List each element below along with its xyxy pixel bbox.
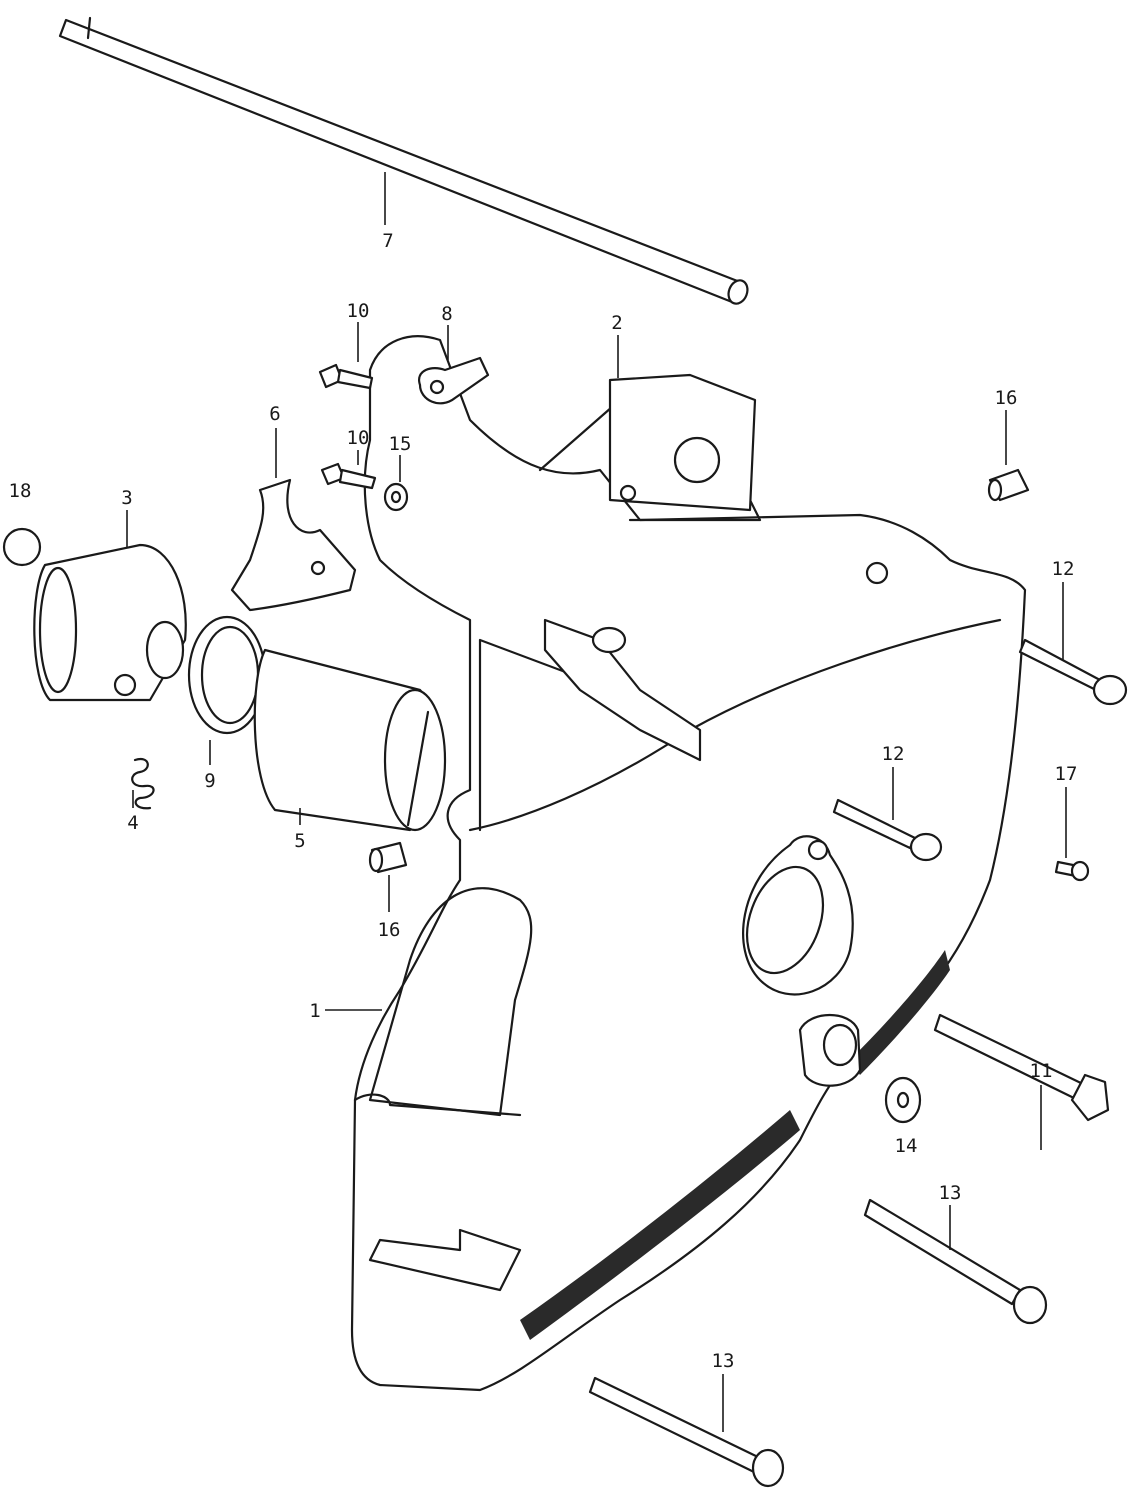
part-3-drum: [33, 510, 187, 702]
part-12-bolt: [832, 767, 943, 862]
callout-labels: 7 10 8 2 16 6 10 15 18 3 12 9 4 5 12 17 …: [9, 230, 1078, 1372]
callout-16: 16: [995, 387, 1018, 409]
part-8-plate: [418, 325, 490, 405]
part-6-bracket: [230, 428, 357, 612]
callout-12: 12: [882, 743, 905, 765]
callout-7: 7: [382, 230, 393, 252]
callout-13: 13: [939, 1182, 962, 1204]
callout-18: 18: [9, 480, 32, 502]
callout-10: 10: [347, 427, 370, 449]
part-12-bolt: [1018, 582, 1128, 706]
callout-11: 11: [1030, 1060, 1053, 1082]
part-9-ring: [187, 615, 267, 765]
part-16-dowel: [368, 841, 408, 912]
callout-2: 2: [611, 312, 622, 334]
callout-9: 9: [204, 770, 215, 792]
part-10-bolt: [320, 450, 377, 490]
part-10-bolt: [318, 322, 374, 390]
part-16-dowel: [987, 410, 1030, 502]
callout-14: 14: [895, 1135, 918, 1157]
part-11-bolt: [933, 1013, 1110, 1150]
callout-15: 15: [389, 433, 412, 455]
callout-8: 8: [441, 303, 452, 325]
callout-10: 10: [347, 300, 370, 322]
part-1-cover: [325, 335, 1027, 1392]
callout-5: 5: [294, 830, 305, 852]
callout-13: 13: [712, 1350, 735, 1372]
callout-1: 1: [309, 1000, 320, 1022]
part-4-spring: [131, 757, 155, 810]
part-13-bolt: [863, 1198, 1048, 1325]
part-18-plug: [2, 527, 42, 567]
callout-17: 17: [1055, 763, 1078, 785]
callout-12: 12: [1052, 558, 1075, 580]
callout-6: 6: [269, 403, 280, 425]
part-5-cylinder: [253, 648, 447, 832]
callout-4: 4: [127, 812, 138, 834]
part-13-bolt: [588, 1374, 785, 1488]
part-17-screw: [1054, 787, 1090, 882]
part-15-washer: [383, 455, 409, 512]
callout-16: 16: [378, 919, 401, 941]
callout-3: 3: [121, 487, 132, 509]
part-14-washer: [884, 1076, 922, 1124]
part-7-rod: [58, 16, 749, 305]
